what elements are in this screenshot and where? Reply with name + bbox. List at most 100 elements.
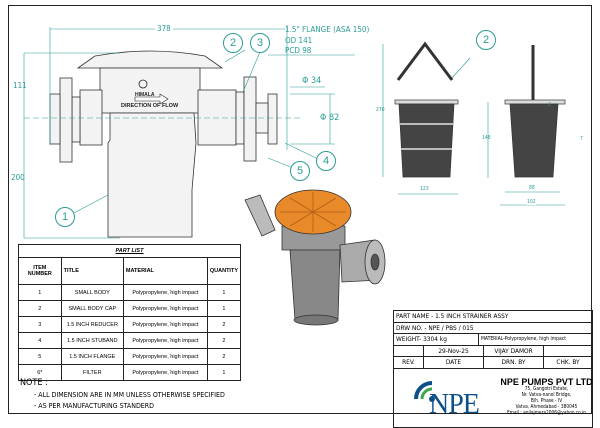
cell: Polypropylene, high impact: [122, 284, 208, 301]
dim-basket-inner-width: 88: [529, 185, 535, 191]
cell: 1.5 INCH FLANGE: [60, 348, 124, 365]
part-name: PART NAME - 1.5 INCH STRAINER ASSY: [396, 312, 509, 320]
flow-label: DIRECTION OF FLOW: [121, 103, 179, 109]
dim-small-a: 2: [548, 102, 551, 108]
npe-logo-icon: [414, 380, 435, 402]
dim-basket-height: 270: [376, 107, 385, 113]
small-body: [107, 112, 197, 238]
balloon-1: 1: [55, 207, 75, 227]
dim-dia-outer: Φ 82: [320, 113, 340, 123]
note-line: - ALL DIMENSION ARE IN MM UNLESS OTHERWI…: [34, 391, 225, 399]
checked-by-value: [544, 346, 592, 357]
cell: Polypropylene, high impact: [122, 348, 208, 365]
flow-arrow-icon: [134, 93, 169, 105]
notes: NOTE : - ALL DIMENSION ARE IN MM UNLESS …: [20, 378, 225, 410]
title-block: PART NAME - 1.5 INCH STRAINER ASSY DRW N…: [393, 310, 593, 428]
cell: 2: [206, 348, 242, 365]
right-flange: [243, 76, 257, 162]
flange-title: 1.5" FLANGE (ASA 150): [285, 25, 370, 34]
left-stub: [49, 93, 61, 145]
balloon-3: 3: [250, 33, 270, 53]
front-view: [49, 50, 278, 238]
body-top: [99, 67, 201, 114]
left-reducer: [79, 89, 103, 146]
parts-list-title: PART LIST: [18, 244, 241, 258]
cell: 2: [206, 316, 242, 333]
logo-text: NPE: [429, 388, 480, 420]
cell: 1: [206, 284, 242, 301]
drawing-frame: [8, 5, 592, 414]
left-flange: [59, 77, 73, 163]
parts-list-table: PART LIST ITEM NUMBER TITLE MATERIAL QUA…: [18, 244, 242, 381]
header-item-number: ITEM NUMBER: [18, 257, 62, 285]
cell: Polypropylene, high impact: [122, 316, 208, 333]
header-title: TITLE: [60, 257, 124, 285]
dim-basket-outer-width: 102: [527, 199, 536, 205]
rev-label: REV.: [394, 357, 424, 368]
date-value: 29-Nov-25: [424, 345, 484, 356]
flange-od: OD 141: [285, 36, 313, 45]
date-label: DATE: [424, 357, 484, 368]
company-name: NPE PUMPS PVT LTD: [500, 376, 593, 387]
isometric-view: [244, 189, 386, 326]
cell: SMALL BODY: [60, 284, 124, 301]
filter-basket-side: [504, 45, 566, 178]
body-cap: [76, 50, 224, 69]
cell: 1: [206, 300, 242, 317]
checked-by-label: CHK. BY: [556, 358, 580, 366]
cell: Polypropylene, high impact: [122, 300, 208, 317]
cell: 1.5 INCH STUBAND: [60, 332, 124, 349]
company-info: NPE PUMPS PVT LTD 75, Gangotri Estate, N…: [499, 377, 594, 417]
address-line: B/h. Phase - IV: [530, 398, 563, 404]
cell: 3: [18, 316, 62, 333]
dim-height-bottom: 200: [11, 173, 25, 182]
notes-title: NOTE :: [20, 378, 48, 388]
flange-pcd: PCD 98: [285, 46, 312, 55]
brand-logo-icon: [138, 79, 148, 89]
dim-overall-length: 378: [155, 24, 173, 33]
email: Email : anilajmera2006@yahoo.co.in: [506, 410, 587, 416]
rev-value: [394, 345, 424, 356]
cell: SMALL BODY CAP: [60, 300, 124, 317]
company-area: NPE NPE PUMPS PVT LTD 75, Gangotri Estat…: [393, 368, 594, 428]
drawn-by-label: DRN. BY: [484, 357, 544, 368]
note-line: - AS PER MANUFACTURING STANDERD: [34, 402, 155, 410]
drawn-by-value: VIJAY DAMOR: [484, 345, 544, 356]
weight: WEIGHT- 3304 kg: [394, 334, 479, 345]
cell: 1: [18, 284, 62, 301]
cell: 1: [206, 364, 242, 381]
cell: 1.5 INCH REDUCER: [60, 316, 124, 333]
material: MATERIAL-Polypropylene, high impact: [481, 336, 566, 342]
cell: Polypropylene, high impact: [122, 332, 208, 349]
cell: 4: [18, 332, 62, 349]
balloon-5: 5: [290, 161, 310, 181]
right-reducer: [197, 89, 237, 146]
drawing-canvas: HIMALA: [23, 25, 566, 326]
address-line: Nr. Vatva-nanol Bridge,: [521, 392, 572, 398]
balloon-2: 2: [223, 33, 243, 53]
cell: 5: [18, 348, 62, 365]
balloon-basket-2: 2: [476, 30, 496, 50]
address-line: Vatva, Ahmedabad - 380045: [515, 404, 578, 410]
cell: 2: [18, 300, 62, 317]
drawing-number: DRW NO. - NPE / PBS / 015: [396, 323, 474, 332]
balloon-4: 4: [316, 151, 336, 171]
dim-basket-side-height: 148: [482, 135, 491, 141]
dim-dia-inner: Φ 34: [302, 76, 322, 86]
brand-marking: HIMALA: [135, 92, 155, 98]
cell: 2: [206, 332, 242, 349]
dim-height-top: 111: [13, 81, 27, 90]
header-material: MATERIAL: [122, 257, 208, 285]
dimension-lines: [23, 25, 565, 239]
filter-basket-front: [394, 41, 459, 178]
header-quantity: QUANTITY: [206, 257, 242, 285]
address-line: 75, Gangotri Estate,: [524, 386, 569, 392]
dim-basket-width: 123: [420, 186, 429, 192]
right-stub: [267, 93, 278, 145]
